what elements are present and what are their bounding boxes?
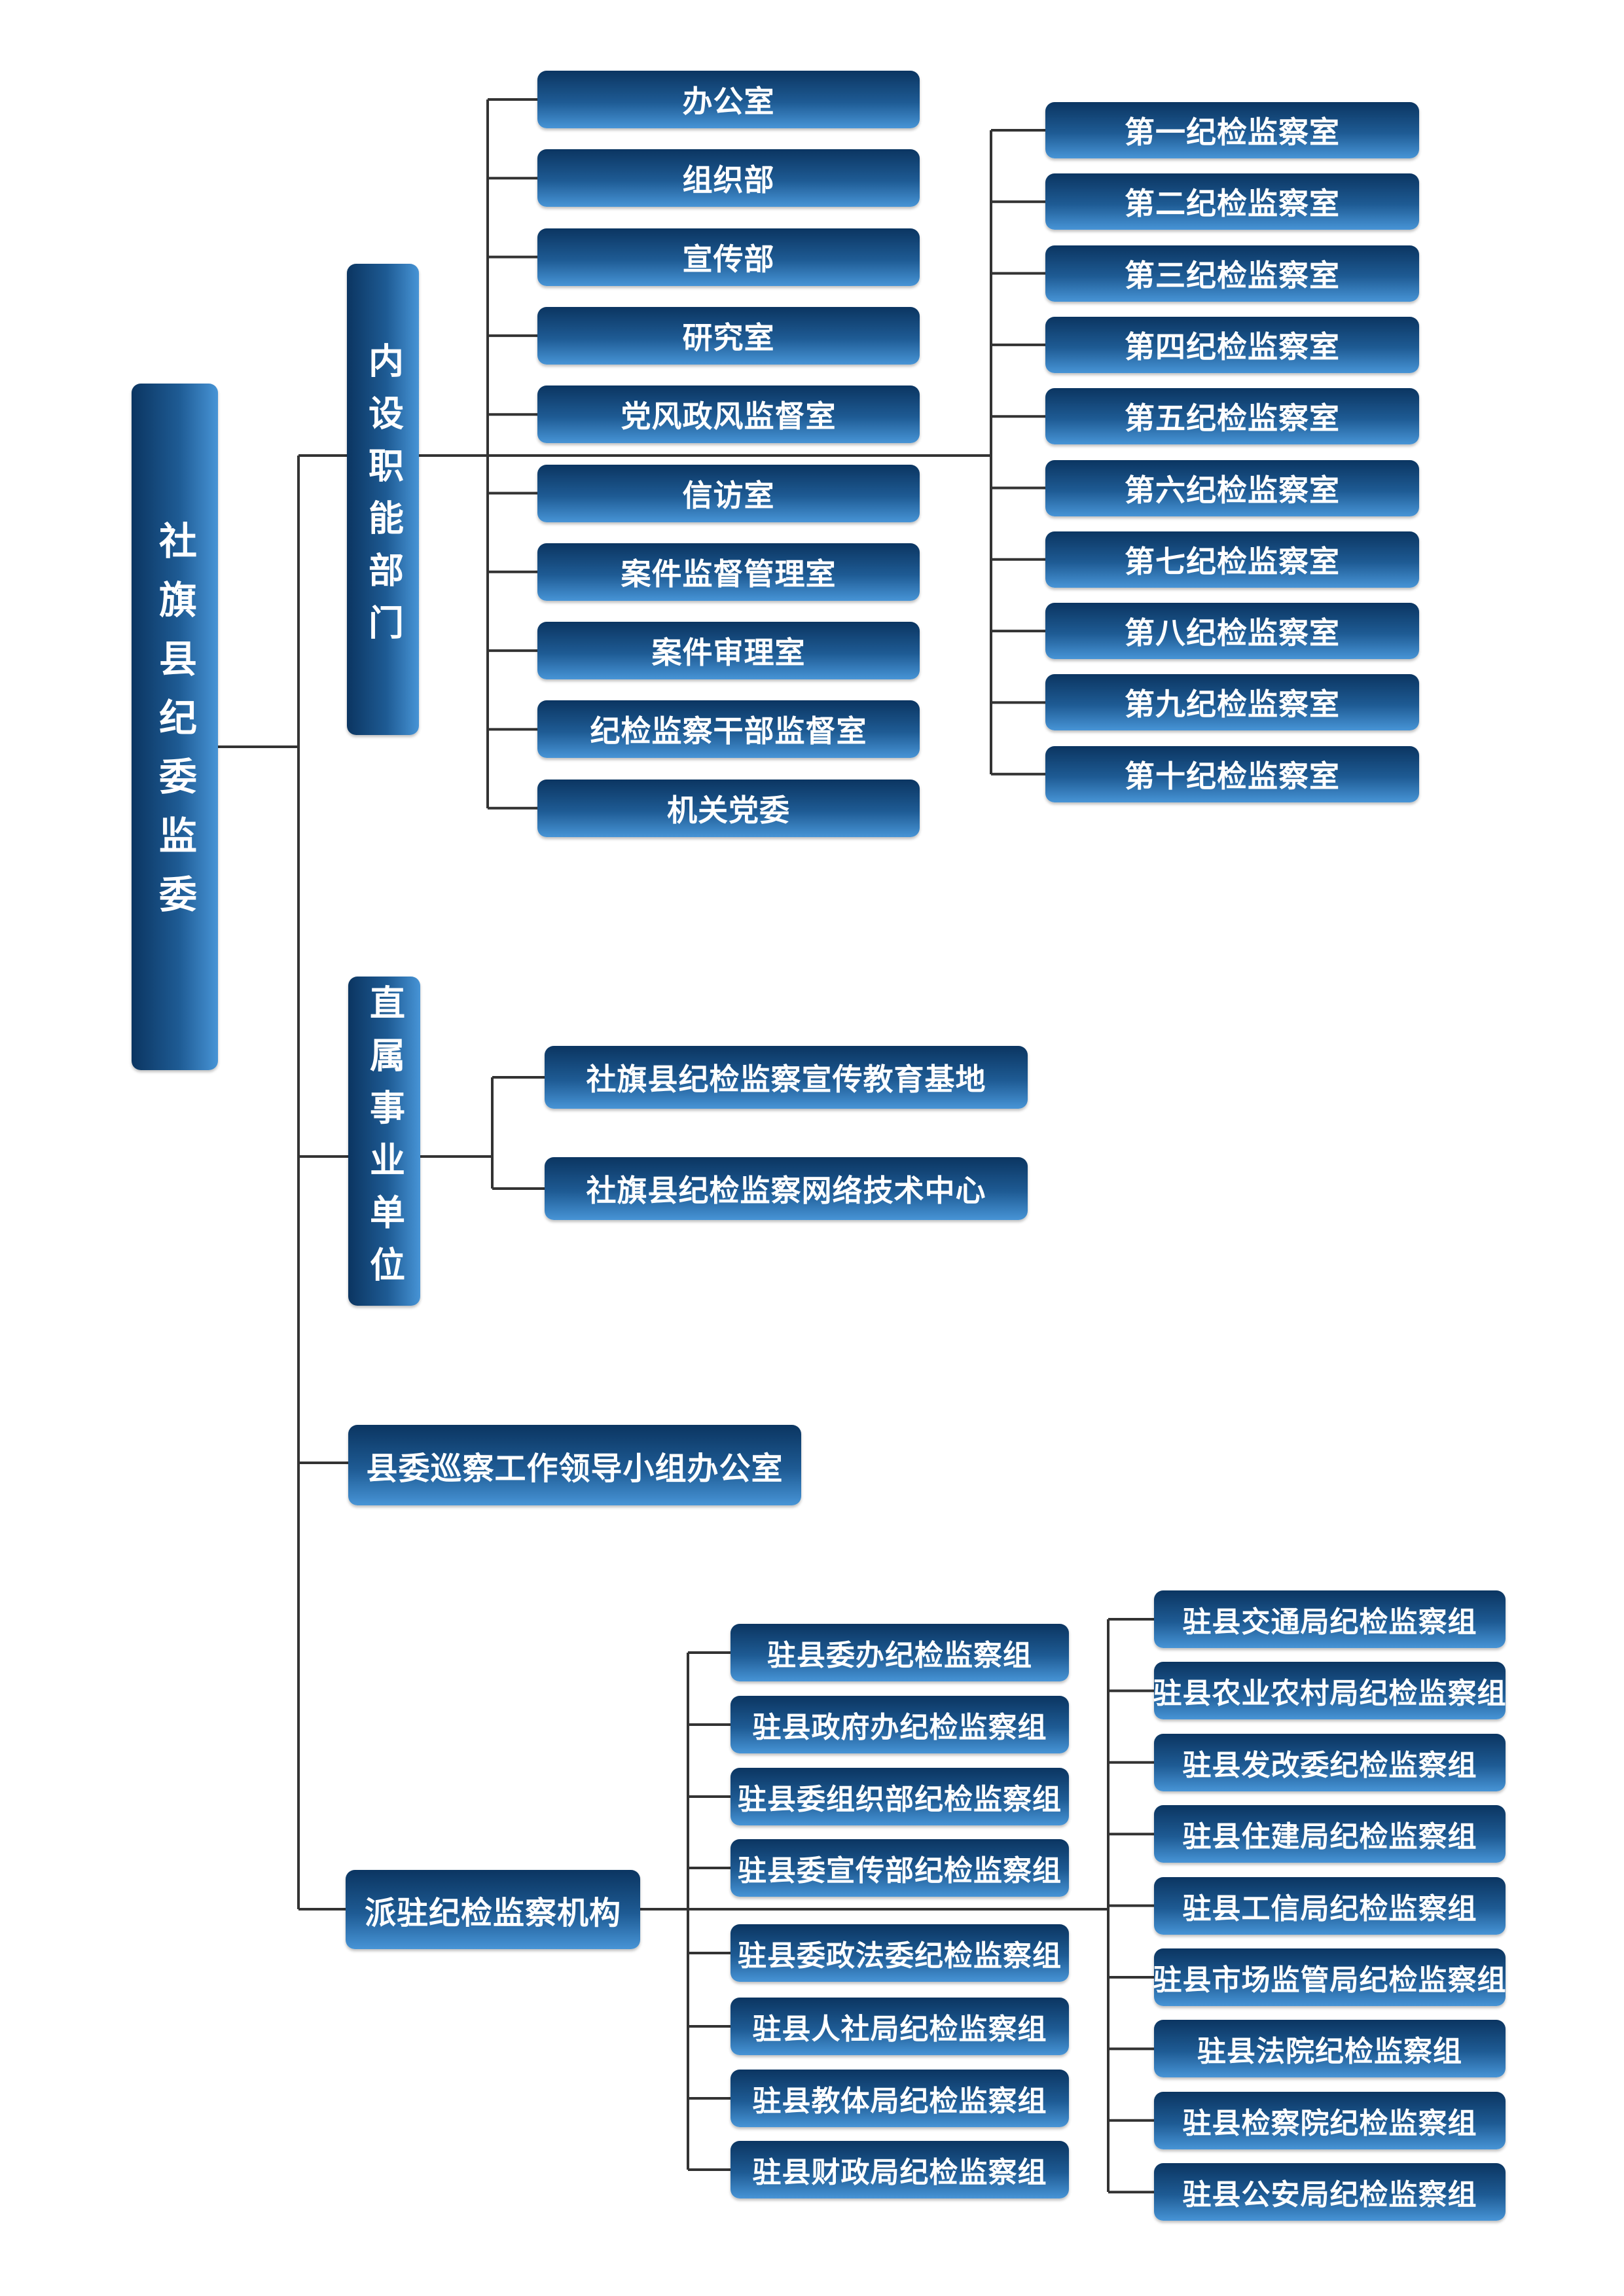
branch-internal: 内设职能部门 [347,264,419,735]
stationed-group-node-label: 驻县财政局纪检监察组 [752,2156,1047,2189]
stationed-group-node-label: 驻县教体局纪检监察组 [752,2085,1047,2118]
inspection-office-node: 第十纪检监察室 [1045,745,1419,802]
internal-dept-node-label: 党风政风监督室 [621,399,837,435]
stationed-group-node: 驻县法院纪检监察组 [1154,2020,1506,2078]
stationed-group-node-label: 驻县公安局纪检监察组 [1182,2178,1477,2212]
affiliated-unit-node: 社旗县纪检监察宣传教育基地 [545,1046,1028,1109]
inspection-office-node: 第五纪检监察室 [1045,388,1419,445]
affiliated-unit-node-label: 社旗县纪检监察网络技术中心 [586,1173,986,1208]
inspection-office-node: 第九纪检监察室 [1045,674,1419,731]
internal-dept-node: 宣传部 [537,228,920,286]
root-node: 社旗县纪委监委 [132,384,218,1070]
internal-dept-node-label: 纪检监察干部监督室 [590,713,867,749]
internal-dept-node-label: 研究室 [682,319,775,355]
stationed-group-node-label: 驻县政府办纪检监察组 [752,1711,1047,1744]
inspection-office-node-label: 第九纪检监察室 [1125,687,1340,723]
inspection-office-node: 第四纪检监察室 [1045,316,1419,373]
stationed-group-node: 驻县人社局纪检监察组 [731,1998,1069,2055]
stationed-group-node: 驻县交通局纪检监察组 [1154,1590,1506,1648]
stationed-group-node-label: 驻县委政法委纪检监察组 [738,1939,1062,1973]
branch-stationed: 派驻纪检监察机构 [346,1870,640,1949]
internal-dept-node-label: 宣传部 [682,241,775,277]
stationed-group-node-label: 驻县法院纪检监察组 [1197,2035,1462,2069]
stationed-group-node: 驻县委政法委纪检监察组 [731,1924,1069,1982]
internal-dept-node-label: 案件监督管理室 [621,556,837,592]
stationed-group-node-label: 驻县委组织部纪检监察组 [738,1783,1062,1816]
branch-internal-label: 内设职能部门 [362,342,404,656]
stationed-group-node: 驻县检察院纪检监察组 [1154,2091,1506,2149]
stationed-group-node: 驻县工信局纪检监察组 [1154,1876,1506,1935]
branch-affiliated-label: 直属事业单位 [363,984,405,1299]
inspection-office-node-label: 第五纪检监察室 [1125,401,1340,437]
affiliated-unit-node: 社旗县纪检监察网络技术中心 [545,1157,1028,1220]
stationed-group-node-label: 驻县人社局纪检监察组 [752,2013,1047,2046]
internal-dept-node-label: 办公室 [682,84,775,119]
affiliated-unit-node-label: 社旗县纪检监察宣传教育基地 [586,1062,986,1097]
stationed-group-node: 驻县住建局纪检监察组 [1154,1805,1506,1863]
stationed-group-node-label: 驻县工信局纪检监察组 [1182,1892,1477,1926]
branch-inspection-label: 县委巡察工作领导小组办公室 [366,1450,784,1487]
internal-dept-node: 信访室 [537,464,920,522]
root-node-label: 社旗县纪委监委 [153,520,197,933]
branch-inspection: 县委巡察工作领导小组办公室 [348,1425,801,1505]
inspection-office-node-label: 第一纪检监察室 [1125,115,1340,150]
stationed-group-node-label: 驻县委办纪检监察组 [767,1639,1032,1672]
inspection-office-node: 第六纪检监察室 [1045,459,1419,516]
inspection-office-node-label: 第八纪检监察室 [1125,615,1340,651]
inspection-office-node: 第八纪检监察室 [1045,603,1419,660]
stationed-group-node: 驻县财政局纪检监察组 [731,2141,1069,2198]
inspection-office-node-label: 第四纪检监察室 [1125,329,1340,365]
internal-dept-node-label: 组织部 [682,162,775,198]
internal-dept-node: 案件审理室 [537,622,920,680]
stationed-group-node: 驻县委宣传部纪检监察组 [731,1839,1069,1897]
internal-dept-node-label: 机关党委 [667,792,790,828]
stationed-group-node-label: 驻县发改委纪检监察组 [1182,1748,1477,1782]
stationed-group-node: 驻县教体局纪检监察组 [731,2070,1069,2127]
inspection-office-node-label: 第十纪检监察室 [1125,758,1340,794]
inspection-office-node: 第一纪检监察室 [1045,102,1419,158]
internal-dept-node: 案件监督管理室 [537,543,920,601]
inspection-office-node: 第七纪检监察室 [1045,531,1419,588]
inspection-office-node: 第三纪检监察室 [1045,245,1419,302]
internal-dept-node-label: 案件审理室 [651,635,806,671]
internal-dept-node: 办公室 [537,71,920,128]
stationed-group-node-label: 驻县农业农村局纪检监察组 [1153,1677,1507,1711]
stationed-group-node-label: 驻县检察院纪检监察组 [1182,2106,1477,2140]
stationed-group-node: 驻县委组织部纪检监察组 [731,1768,1069,1825]
stationed-group-node: 驻县市场监管局纪检监察组 [1153,1948,1507,2006]
stationed-group-node-label: 驻县住建局纪检监察组 [1182,1820,1477,1854]
inspection-office-node-label: 第七纪检监察室 [1125,543,1340,579]
inspection-office-node-label: 第六纪检监察室 [1125,472,1340,508]
internal-dept-node: 组织部 [537,149,920,207]
inspection-office-node-label: 第二纪检监察室 [1125,186,1340,222]
stationed-group-node: 驻县发改委纪检监察组 [1154,1733,1506,1791]
branch-stationed-label: 派驻纪检监察机构 [364,1894,621,1931]
stationed-group-node: 驻县政府办纪检监察组 [731,1696,1069,1753]
stationed-group-node: 驻县公安局纪检监察组 [1154,2163,1506,2221]
branch-affiliated: 直属事业单位 [348,977,420,1306]
stationed-group-node: 驻县农业农村局纪检监察组 [1153,1662,1507,1720]
stationed-group-node-label: 驻县交通局纪检监察组 [1182,1605,1477,1639]
internal-dept-node: 党风政风监督室 [537,386,920,444]
internal-dept-node-label: 信访室 [682,477,775,513]
stationed-group-node-label: 驻县委宣传部纪检监察组 [738,1854,1062,1888]
inspection-office-node-label: 第三纪检监察室 [1125,257,1340,293]
internal-dept-node: 研究室 [537,306,920,365]
stationed-group-node-label: 驻县市场监管局纪检监察组 [1153,1964,1507,1997]
internal-dept-node: 机关党委 [537,779,920,837]
inspection-office-node: 第二纪检监察室 [1045,173,1419,230]
internal-dept-node: 纪检监察干部监督室 [537,700,920,759]
stationed-group-node: 驻县委办纪检监察组 [731,1624,1069,1681]
